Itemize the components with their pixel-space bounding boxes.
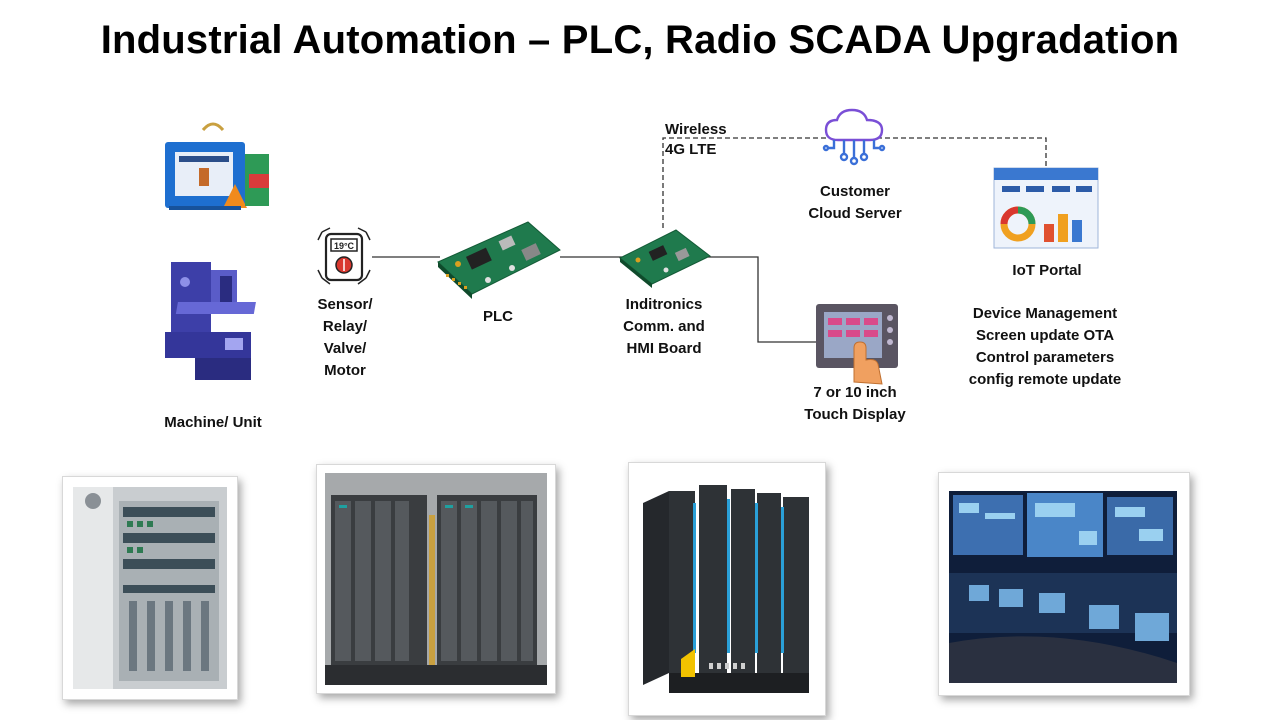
touch-display-label-line: Touch Display bbox=[804, 406, 906, 423]
3d-printer-icon bbox=[165, 122, 269, 210]
sensor-icon: 19°C bbox=[317, 227, 371, 285]
cloud-icon bbox=[822, 108, 886, 166]
comm-board-icon bbox=[619, 229, 711, 288]
sensor-label: Sensor/ Relay/ Valve/ Motor bbox=[300, 294, 390, 382]
portal-feature-item: Screen update OTA bbox=[975, 327, 1115, 344]
comm-board-label-line: HMI Board bbox=[626, 340, 702, 357]
plc-board-icon bbox=[437, 221, 561, 299]
iot-portal-label: IoT Portal bbox=[1012, 262, 1082, 279]
cloud-label-line: Cloud Server bbox=[808, 205, 902, 222]
wireless-label: Wireless 4G LTE bbox=[665, 120, 727, 160]
sensor-label-line: Relay/ bbox=[322, 318, 368, 335]
touch-display-label-line: 7 or 10 inch bbox=[813, 384, 897, 401]
sensor-label-line: Motor bbox=[324, 362, 366, 379]
wireless-label-line: 4G LTE bbox=[665, 141, 717, 158]
sensor-label-line: Valve/ bbox=[323, 340, 367, 357]
touch-display-icon bbox=[816, 304, 898, 385]
comm-board-label-line: Comm. and bbox=[623, 318, 705, 335]
cloud-label: Customer Cloud Server bbox=[790, 181, 920, 225]
plc-label: PLC bbox=[483, 308, 513, 325]
sensor-label-line: Sensor/ bbox=[317, 296, 373, 313]
cloud-label-line: Customer bbox=[819, 183, 890, 200]
page-title: Industrial Automation – PLC, Radio SCADA… bbox=[100, 18, 1180, 62]
portal-features-list: Device Management Screen update OTA Cont… bbox=[950, 303, 1140, 391]
comm-board-label-line: Inditronics bbox=[625, 296, 703, 313]
iot-dashboard-icon bbox=[993, 167, 1099, 249]
control-panel-photo bbox=[62, 476, 238, 700]
portal-feature-item: Control parameters bbox=[975, 349, 1115, 366]
touch-display-label: 7 or 10 inch Touch Display bbox=[790, 382, 920, 426]
machine-label: Machine/ Unit bbox=[164, 414, 262, 431]
scada-controller-photo bbox=[628, 462, 826, 716]
comm-display-line bbox=[708, 256, 816, 343]
plc-rack-photo bbox=[316, 464, 556, 694]
wireless-label-line: Wireless bbox=[665, 121, 727, 138]
scada-control-room-photo bbox=[938, 472, 1190, 696]
portal-feature-item: config remote update bbox=[968, 371, 1122, 388]
portal-feature-item: Device Management bbox=[972, 305, 1118, 322]
comm-board-label: Inditronics Comm. and HMI Board bbox=[604, 294, 724, 360]
machine-icon bbox=[165, 262, 256, 380]
sensor-reading: 19°C bbox=[334, 241, 355, 251]
